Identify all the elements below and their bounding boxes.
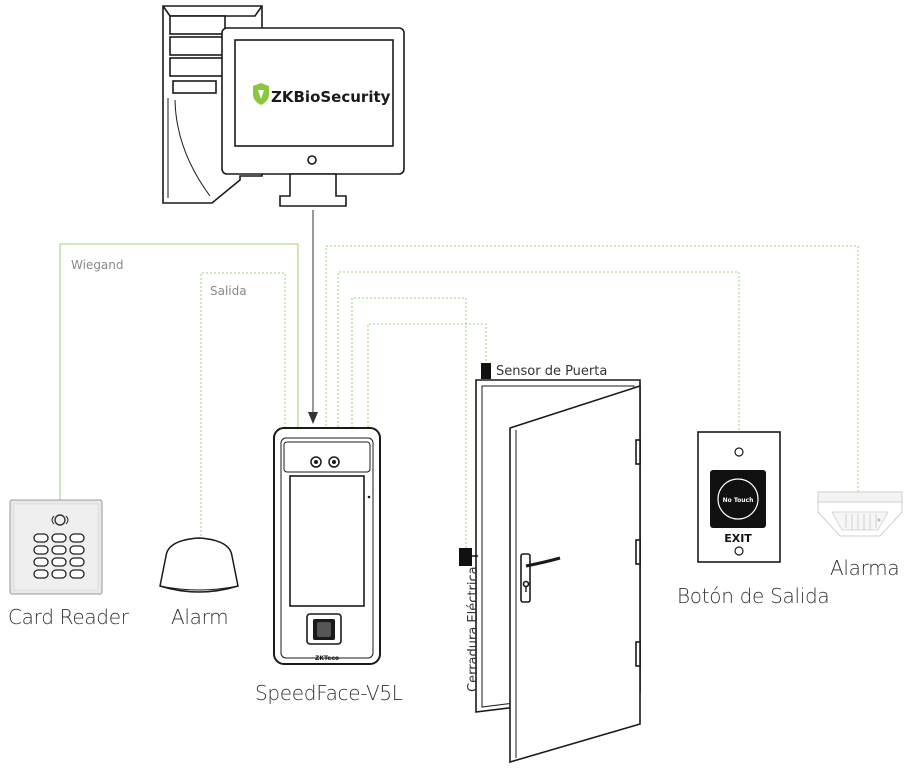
speedface-terminal: ZKTeco: [273, 427, 381, 665]
electric-lock-block: [459, 548, 472, 566]
monitor-stand: [279, 173, 347, 207]
door-sensor-wire: [367, 323, 487, 430]
door-leaf: [509, 384, 641, 764]
door: [475, 379, 641, 764]
card-reader: [9, 499, 103, 595]
terminal-screen: [289, 475, 365, 607]
exit-button-device: No Touch EXIT: [697, 431, 781, 563]
exit-button-text: EXIT: [724, 532, 752, 545]
salida-wire: [200, 272, 286, 540]
electric-lock-wire: [351, 297, 467, 548]
alarm-left-label: Alarm: [171, 605, 229, 629]
computer: [162, 5, 405, 207]
wiegand-label: Wiegand: [71, 258, 124, 272]
wiegand-wire: [59, 243, 299, 500]
network-link: [308, 210, 318, 424]
brand-prefix: ZK: [271, 88, 295, 106]
terminal-logo: ZKTeco: [315, 655, 339, 662]
wires: [59, 243, 859, 548]
door-sensor-block: [481, 363, 491, 379]
zkbiosecurity-logo: ZKBioSecurity: [253, 83, 391, 106]
exit-button-face: No Touch: [723, 497, 754, 504]
brand-name: BioSecurity: [294, 88, 391, 106]
card-reader-label: Card Reader: [8, 605, 129, 629]
door-handle: [525, 556, 561, 568]
alarm-right-label: Alarma: [830, 556, 900, 580]
terminal-label: SpeedFace-V5L: [255, 681, 403, 705]
alarm-right-wire: [325, 245, 859, 492]
door-sensor-label: Sensor de Puerta: [496, 364, 608, 379]
door-handle-plate: [520, 553, 531, 603]
alarm-right-device: [817, 491, 903, 537]
alarm-left-device: [159, 537, 239, 593]
svg-text:ZKBioSecurity: ZKBioSecurity: [271, 88, 391, 106]
exit-button-wire: [337, 271, 740, 430]
electric-lock-label: Cerradura Eléctrica: [466, 566, 481, 692]
exit-button-label: Botón de Salida: [677, 584, 830, 608]
salida-label: Salida: [210, 284, 247, 298]
